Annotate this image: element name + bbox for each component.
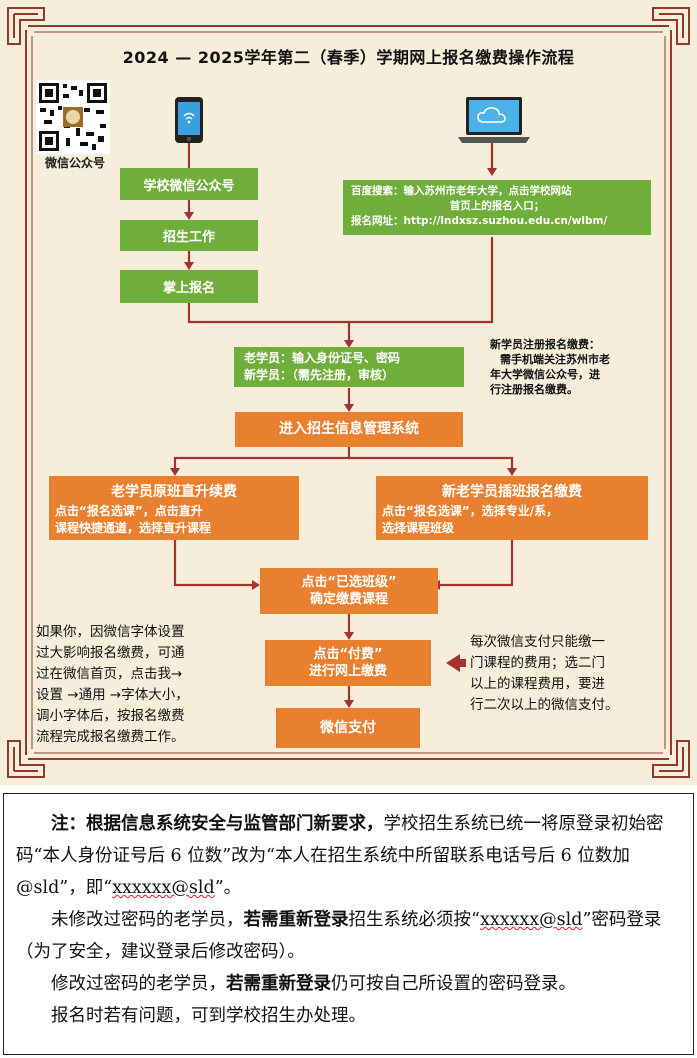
- old-branch-desc-1: 点击“报名选课”，点击直升: [55, 504, 203, 518]
- qr-code-icon: [36, 80, 110, 154]
- poster-title: 2024 — 2025学年第二（春季）学期网上报名缴费操作流程: [122, 48, 575, 67]
- note-line: 每次微信支付只能缴一: [470, 634, 605, 650]
- note-line: 新学员注册报名缴费：: [490, 338, 600, 351]
- notice-paragraph-4: 报名时若有问题，可到学校招生办处理。: [51, 1006, 366, 1026]
- web-registration-box: 百度搜索：输入苏州市老年大学，点击学校网站 首页上的报名入口； 报名网址：htt…: [343, 180, 651, 235]
- notice-paragraph-2: 未修改过密码的老学员，若需重新登录招生系统必须按“xxxxxx@sld”密码登录…: [16, 904, 681, 968]
- selected-classes-box: 点击“已选班级” 确定缴费课程: [260, 568, 438, 614]
- new-student-branch: 新老学员插班报名缴费 点击“报名选课”，选择专业/系， 选择课程班级: [376, 476, 648, 540]
- step-wechat-account: 学校微信公众号: [120, 168, 258, 200]
- note-line: 行注册报名缴费。: [490, 383, 578, 396]
- wechat-pay-note: 每次微信支付只能缴一 门课程的费用；选二门 以上的课程费用，要进 行二次以上的微…: [470, 632, 670, 716]
- notice-emphasis: 若需重新登录: [243, 910, 349, 930]
- notice-text: 未修改过密码的老学员，: [51, 910, 244, 930]
- note-line: 如果你，因微信字体设置: [36, 624, 185, 640]
- flow-arrows: [173, 143, 514, 700]
- note-line: 设置 →通用 →字体大小，: [36, 687, 189, 703]
- notice-paragraph-3: 修改过密码的老学员，若需重新登录仍可按自己所设置的密码登录。: [16, 968, 681, 1000]
- note-line: 行二次以上的微信支付。: [470, 697, 619, 713]
- wechat-pay-box: 微信支付: [276, 708, 420, 748]
- old-branch-desc-2: 课程快捷通道，选择直升课程: [55, 521, 212, 535]
- web-search-text-2: 首页上的报名入口；: [449, 200, 545, 212]
- qr-label: 微信公众号: [44, 156, 105, 170]
- web-url-text: 报名网址：http://lndxsz.suzhou.edu.cn/wlbm/: [351, 215, 608, 227]
- pay-line-2: 进行网上缴费: [308, 664, 387, 679]
- password-notice: 注：根据信息系统安全与监管部门新要求，学校招生系统已统一将原登录初始密码“本人身…: [3, 793, 694, 1055]
- web-search-text: 百度搜索：输入苏州市老年大学，点击学校网站: [351, 185, 572, 197]
- old-student-branch: 老学员原班直升续费 点击“报名选课”，点击直升 课程快捷通道，选择直升课程: [49, 476, 299, 540]
- flow-poster: 2024 — 2025学年第二（春季）学期网上报名缴费操作流程 微信公众号: [0, 0, 697, 785]
- notice-lead: 注：根据信息系统安全与监管部门新要求，: [51, 814, 384, 834]
- notice-emphasis: 若需重新登录: [226, 974, 331, 994]
- notice-text: ”密码登录（为了安全，建议登录后修改密码）。: [16, 910, 662, 962]
- notice-text: ”。: [214, 878, 242, 898]
- font-size-note: 如果你，因微信字体设置 过大影响报名缴费，可通 过在微信首页，点击我→ 设置 →…: [36, 622, 246, 748]
- step-enrollment-work: 招生工作: [120, 220, 258, 251]
- smartphone-icon: [175, 97, 203, 143]
- online-pay-box: 点击“付费” 进行网上缴费: [265, 640, 431, 686]
- selected-line-1: 点击“已选班级”: [301, 575, 397, 590]
- decorative-frame: [7, 7, 690, 778]
- note-line: 过大影响报名缴费，可通: [36, 645, 185, 661]
- old-branch-title: 老学员原班直升续费: [111, 484, 237, 500]
- arrow-heads: [170, 168, 517, 708]
- notice-text: 仍可按自己所设置的密码登录。: [331, 974, 576, 994]
- note-line: 流程完成报名缴费工作。: [36, 729, 185, 745]
- note-line: 年大学微信公众号，进: [490, 368, 600, 381]
- notice-text: 修改过密码的老学员，: [51, 974, 226, 994]
- note-line: 调小字体后，按报名缴费: [36, 708, 185, 724]
- laptop-icon: [458, 97, 530, 143]
- note-line: 过在微信首页，点击我→: [36, 666, 183, 682]
- password-format: xxxxxx@sld: [112, 878, 215, 898]
- login-box: 老学员：输入身份证号、密码 新学员：（需先注册，审核）: [234, 347, 464, 387]
- step-mobile-registration: 掌上报名: [120, 270, 258, 303]
- password-format: xxxxxx@sld: [479, 910, 583, 930]
- new-branch-title: 新老学员插班报名缴费: [442, 484, 582, 500]
- new-branch-desc-2: 选择课程班级: [382, 521, 455, 535]
- pay-line-1: 点击“付费”: [313, 647, 383, 662]
- note-line: 以上的课程费用，要进: [470, 676, 605, 692]
- old-student-login: 老学员：输入身份证号、密码: [244, 351, 401, 365]
- note-line: 门课程的费用；选二门: [470, 655, 605, 671]
- new-student-note: 新学员注册报名缴费： 需手机端关注苏州市老 年大学微信公众号，进 行注册报名缴费…: [490, 337, 660, 397]
- notice-text: 学校招生系统已统一将原登录初始密码“本人身份证号后 6 位数”改为“本人在招生系…: [16, 814, 664, 898]
- note-line: 需手机端关注苏州市老: [500, 353, 610, 366]
- new-branch-desc-1: 点击“报名选课”，选择专业/系，: [382, 504, 559, 518]
- selected-line-2: 确定缴费课程: [309, 592, 388, 607]
- notice-text: 招生系统必须按“: [348, 910, 480, 930]
- new-student-login: 新学员：（需先注册，审核）: [244, 368, 395, 382]
- enter-system-box: 进入招生信息管理系统: [235, 412, 463, 447]
- notice-paragraph-1: 注：根据信息系统安全与监管部门新要求，学校招生系统已统一将原登录初始密码“本人身…: [16, 808, 681, 904]
